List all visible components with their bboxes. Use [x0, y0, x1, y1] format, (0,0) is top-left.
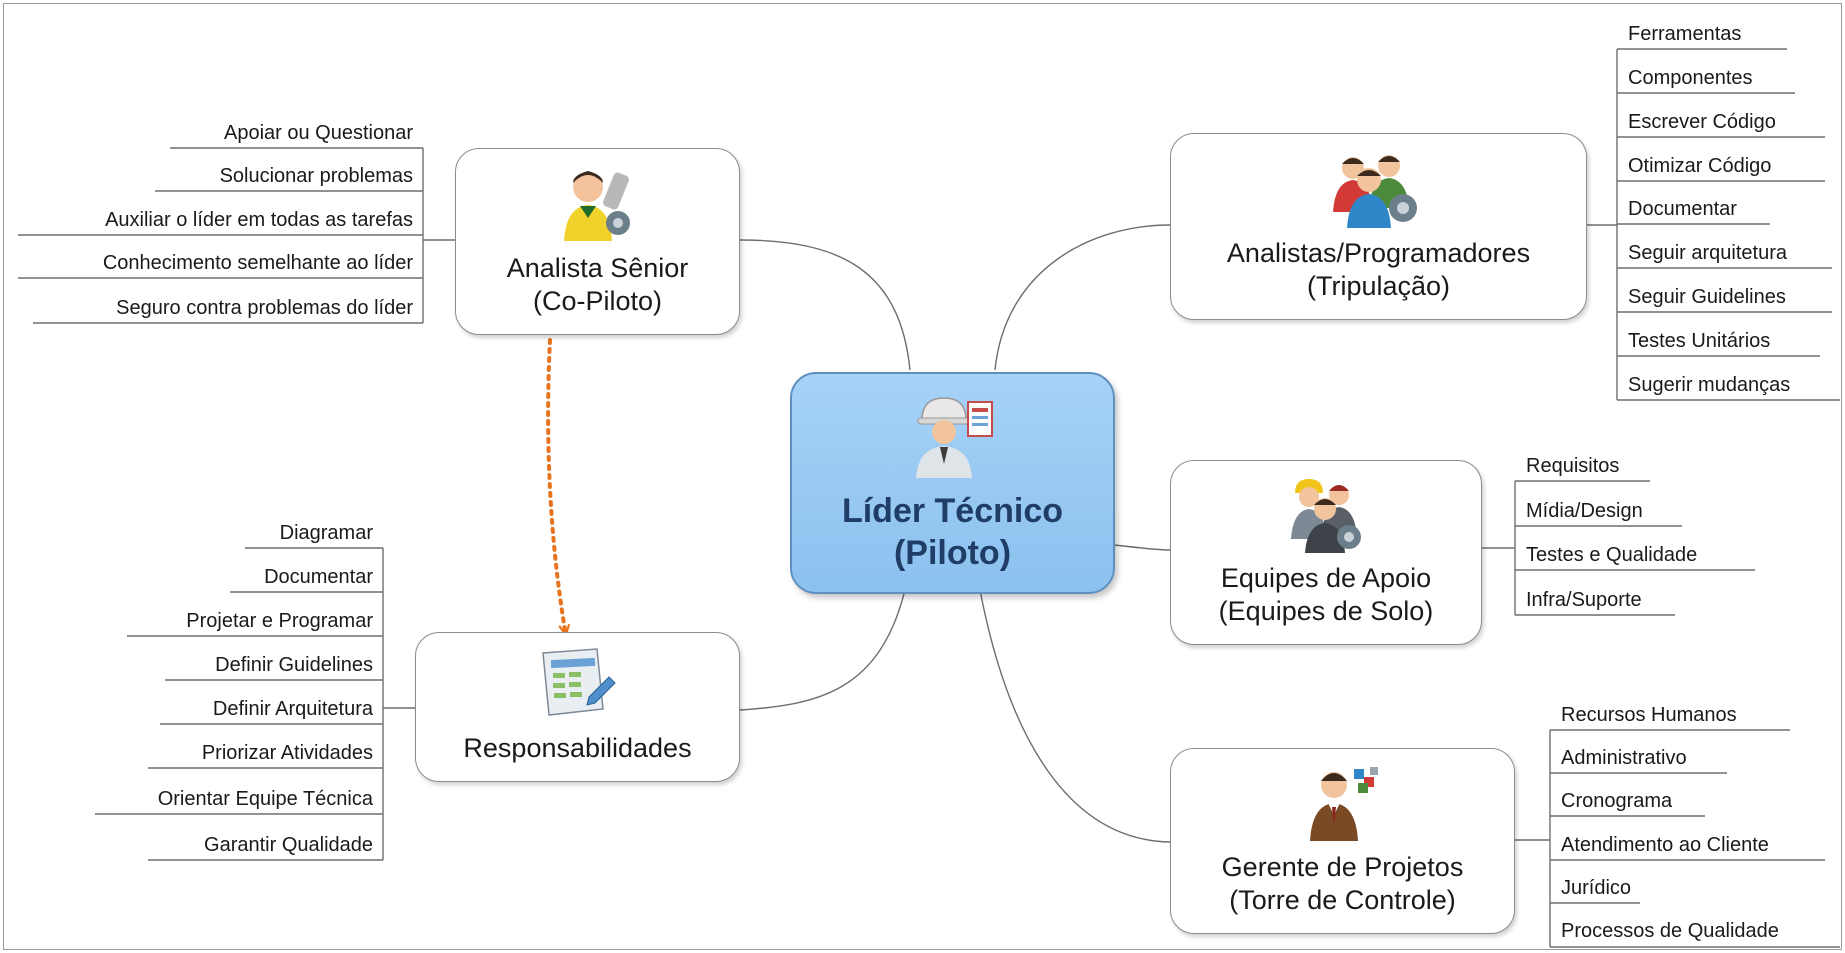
responsabilidades-item[interactable]: Orientar Equipe Técnica [157, 788, 373, 810]
center-title-line1: Líder Técnico [841, 492, 1064, 530]
senior-analyst-icon [563, 171, 630, 241]
analista-senior-item[interactable]: Conhecimento semelhante ao líder [102, 252, 413, 274]
bracket-responsabilidades [95, 547, 415, 861]
bracket-gerente [1515, 729, 1840, 948]
equipes-apoio-item[interactable]: Mídia/Design [1526, 500, 1643, 522]
analistas-item[interactable]: Seguir Guidelines [1628, 286, 1786, 308]
analista-senior-title-line2: (Co-Piloto) [532, 286, 663, 316]
equipes-apoio-title-line2: (Equipes de Solo) [1218, 596, 1434, 626]
responsabilidades-item[interactable]: Priorizar Atividades [201, 742, 373, 764]
responsabilidades-item[interactable]: Diagramar [279, 522, 373, 544]
equipes-apoio-node[interactable]: Equipes de Apoio (Equipes de Solo) [1170, 460, 1482, 645]
spreadsheet-icon [541, 648, 616, 716]
responsabilidades-item[interactable]: Definir Guidelines [215, 654, 373, 676]
analista-senior-item[interactable]: Solucionar problemas [219, 165, 413, 187]
gerente-item[interactable]: Recursos Humanos [1561, 704, 1737, 726]
analistas-item[interactable]: Ferramentas [1628, 23, 1742, 45]
gerente-item[interactable]: Cronograma [1561, 790, 1673, 812]
responsabilidades-item[interactable]: Definir Arquitetura [212, 698, 373, 720]
equipes-apoio-item[interactable]: Requisitos [1526, 455, 1620, 477]
analista-senior-item[interactable]: Apoiar ou Questionar [223, 122, 413, 144]
gerente-item[interactable]: Jurídico [1561, 877, 1632, 899]
gerente-title-line1: Gerente de Projetos [1221, 852, 1464, 882]
analistas-item[interactable]: Testes Unitários [1628, 330, 1771, 352]
center-title-line2: (Piloto) [893, 534, 1012, 572]
responsabilidades-title: Responsabilidades [463, 733, 692, 763]
connector-center-analistas [994, 224, 1171, 371]
analista-senior-item[interactable]: Seguro contra problemas do líder [116, 297, 413, 319]
dotted-relationship-arrow [546, 338, 565, 630]
support-team-icon [1291, 479, 1361, 553]
analistas-title-line1: Analistas/Programadores [1226, 238, 1531, 268]
project-manager-icon [1309, 767, 1378, 841]
equipes-apoio-item[interactable]: Infra/Suporte [1526, 589, 1642, 611]
connector-center-gerente [979, 589, 1171, 843]
analista-senior-node[interactable]: Analista Sênior (Co-Piloto) [455, 148, 740, 335]
analistas-item[interactable]: Otimizar Código [1628, 155, 1772, 177]
analista-senior-title-line1: Analista Sênior [506, 253, 689, 283]
gerente-item[interactable]: Atendimento ao Cliente [1561, 834, 1769, 856]
bracket-analistas [1587, 48, 1840, 401]
team-gear-icon [1332, 155, 1417, 228]
responsabilidades-item[interactable]: Garantir Qualidade [204, 834, 373, 856]
gerente-item[interactable]: Processos de Qualidade [1561, 920, 1779, 942]
analistas-item[interactable]: Seguir arquitetura [1628, 242, 1787, 264]
connector-center-analista-senior [739, 239, 911, 371]
bracket-equipes-apoio [1482, 480, 1755, 616]
equipes-apoio-item[interactable]: Testes e Qualidade [1526, 544, 1698, 566]
responsabilidades-item[interactable]: Documentar [264, 566, 373, 588]
analistas-item[interactable]: Escrever Código [1628, 111, 1776, 133]
equipes-apoio-title-line1: Equipes de Apoio [1220, 563, 1432, 593]
technical-leader-icon [915, 397, 993, 478]
responsabilidades-item[interactable]: Projetar e Programar [186, 610, 373, 632]
center-node[interactable]: Líder Técnico (Piloto) [790, 372, 1115, 594]
connector-center-equipes-apoio [1114, 544, 1171, 551]
analistas-item[interactable]: Componentes [1628, 67, 1753, 89]
gerente-item[interactable]: Administrativo [1561, 747, 1687, 769]
responsabilidades-node[interactable]: Responsabilidades [415, 632, 740, 782]
analistas-title-line2: (Tripulação) [1306, 271, 1451, 301]
gerente-title-line2: (Torre de Controle) [1229, 885, 1456, 915]
analistas-programadores-node[interactable]: Analistas/Programadores (Tripulação) [1170, 133, 1587, 320]
connector-center-responsabilidades [739, 589, 906, 711]
gerente-projetos-node[interactable]: Gerente de Projetos (Torre de Controle) [1170, 748, 1515, 934]
analistas-item[interactable]: Sugerir mudanças [1628, 374, 1791, 396]
analista-senior-item[interactable]: Auxiliar o líder em todas as tarefas [105, 209, 413, 231]
analistas-item[interactable]: Documentar [1628, 198, 1737, 220]
bracket-analista-senior [18, 147, 455, 324]
